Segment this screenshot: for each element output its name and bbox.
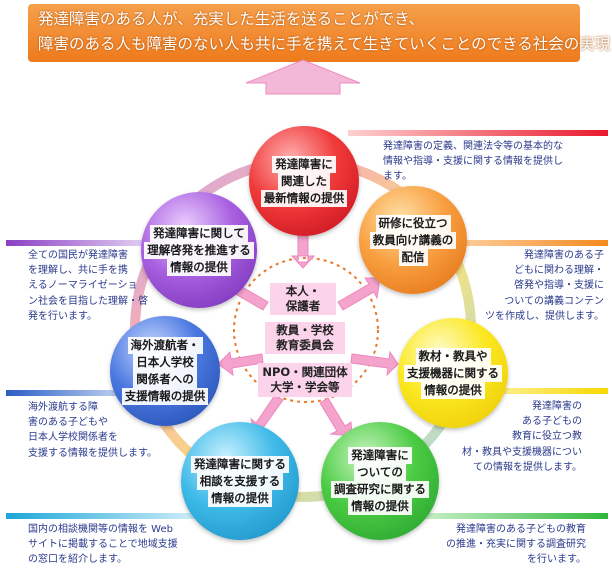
center-teachers-line-2: 教育委員会	[276, 338, 334, 352]
materials-line-2: 支援機器に関する	[404, 364, 502, 382]
note-training-line-1: 発達障害のある子	[524, 250, 604, 261]
training-line-2: 教員向け講義の	[369, 231, 457, 249]
up-arrow	[245, 59, 361, 95]
label-awareness: 発達障害に関して 理解啓発を推進する 情報の提供	[141, 192, 257, 308]
note-awareness: 全ての国民が発達障害 を理解し、共に手を携 えるノーマライゼーショ ン社会を目指…	[28, 248, 148, 324]
goal-line-2: 障害のある人も障害のない人も共に手を携えて生きていくことのできる社会の実現	[38, 35, 611, 53]
awareness-line-2: 理解啓発を推進する	[144, 241, 254, 259]
note-training: 発達障害のある子 どもに関わる理解・ 啓発や指導・支援に ついての講義コンテン …	[485, 248, 604, 324]
label-overseas: 海外渡航者・ 日本人学校 関係者への 支援情報の提供	[110, 316, 220, 426]
awareness-line-1: 発達障害に関して	[150, 224, 248, 242]
note-training-line-4: ついての講義コンテン	[504, 295, 604, 307]
latest-info-line-1: 発達障害に	[272, 155, 336, 173]
note-research-line-3: を行います。	[527, 554, 586, 566]
note-awareness-line-2: を理解し、共に手を携	[28, 265, 128, 277]
arrow-upper-right	[337, 277, 381, 311]
note-research-line-1: 発達障害のある子どもの教育	[456, 524, 586, 535]
research-line-3: 調査研究に関する	[331, 481, 429, 498]
note-materials-line-2: ある子どもの	[522, 416, 582, 428]
note-training-line-5: ツを作成し、提供します。	[485, 310, 604, 322]
label-materials: 教材・教具や 支援機器に関する 情報の提供	[398, 318, 508, 428]
center-box-npo: NPO・関連団体 大学・学会等	[258, 363, 352, 397]
bar-consultation	[6, 513, 204, 519]
goal-banner: 発達障害のある人が、充実した生活を送ることができ、 障害のある人も障害のない人も…	[28, 4, 611, 62]
note-overseas-line-2: 害のある子どもや	[28, 417, 108, 429]
note-awareness-line-1: 全ての国民が発達障害	[28, 250, 128, 261]
training-line-1: 研修に役立つ	[375, 214, 451, 232]
note-materials-line-1: 発達障害の	[532, 401, 582, 412]
note-consultation-line-3: の窓口を紹介します。	[28, 554, 127, 566]
awareness-line-3: 情報の提供	[167, 258, 231, 276]
arrow-left	[217, 350, 264, 377]
arrow-lower-right	[319, 397, 353, 437]
note-overseas-line-1: 海外渡航する障	[28, 402, 98, 413]
note-research-line-2: の推進・充実に関する調査研究	[446, 539, 586, 551]
inner-dotted-ring	[233, 257, 379, 403]
center-parents-line-2: 保護者	[285, 299, 321, 313]
note-latest-info-line-1: 発達障害の定義、関連法令等の基本的な	[383, 141, 563, 152]
note-materials: 発達障害の ある子どもの 教育に役立つ教 材・教具や支援機器につい ての情報を提…	[462, 399, 582, 475]
note-consultation-line-1: 国内の相談機関等の情報を Web	[28, 524, 173, 535]
note-awareness-line-3: えるノーマライゼーショ	[28, 280, 138, 292]
note-awareness-line-5: 発を行います。	[28, 310, 97, 322]
latest-info-line-3: 最新情報の提供	[260, 189, 348, 207]
bar-materials	[460, 388, 608, 394]
arrow-up-tail	[290, 255, 316, 269]
note-latest-info-line-2: 情報や指導・支援に関する情報を提供し	[383, 156, 563, 168]
goal-line-1: 発達障害のある人が、充実した生活を送ることができ、	[38, 10, 425, 28]
note-training-line-3: 啓発や指導・支援に	[514, 280, 604, 292]
latest-info-line-2: 関連した	[278, 172, 330, 190]
materials-line-3: 情報の提供	[421, 381, 485, 399]
overseas-line-3: 関係者への	[133, 371, 197, 388]
center-box-parents: 本人・ 保護者	[270, 283, 336, 315]
overseas-line-1: 海外渡航者・	[127, 337, 203, 354]
consultation-line-2: 相談を支援する	[196, 472, 284, 490]
label-research: 発達障害に ついての 調査研究に関する 情報の提供	[321, 422, 439, 540]
note-materials-line-3: 教育に役立つ教	[512, 431, 582, 443]
overseas-line-4: 支援情報の提供	[121, 388, 209, 405]
note-consultation: 国内の相談機関等の情報を Web サイトに掲載することで地域支援 の窓口を紹介し…	[28, 522, 178, 568]
note-overseas: 海外渡航する障 害のある子どもや 日本人学校関係者を 支援する情報を提供します。	[28, 400, 157, 461]
note-training-line-2: どもに関わる理解・	[514, 265, 604, 277]
note-consultation-line-2: サイトに掲載することで地域支援	[28, 539, 178, 551]
research-line-4: 情報の提供	[348, 498, 412, 515]
label-consultation: 発達障害に関する 相談を支援する 情報の提供	[181, 422, 299, 540]
bar-research	[404, 513, 608, 519]
center-parents-line-1: 本人・	[285, 284, 321, 298]
consultation-line-1: 発達障害に関する	[191, 455, 289, 473]
research-line-2: ついての	[354, 464, 406, 481]
note-overseas-line-4: 支援する情報を提供します。	[28, 447, 157, 459]
label-latest-info: 発達障害に 関連した 最新情報の提供	[249, 126, 359, 236]
center-teachers-line-1: 教員・学校	[276, 323, 334, 337]
materials-line-1: 教材・教具や	[415, 347, 491, 365]
note-research: 発達障害のある子どもの教育 の推進・充実に関する調査研究 を行います。	[446, 522, 586, 568]
training-line-3: 配信	[398, 248, 428, 266]
bar-latest-info	[348, 130, 608, 136]
note-materials-line-4: 材・教具や支援機器につい	[462, 446, 582, 458]
research-line-1: 発達障害に	[348, 447, 412, 464]
center-npo-line-1: NPO・関連団体	[262, 365, 348, 379]
bar-overseas	[6, 390, 138, 396]
note-materials-line-5: ての情報を提供します。	[473, 461, 582, 473]
bar-awareness	[6, 240, 156, 246]
note-awareness-line-4: ン社会を目指した理解・啓	[28, 295, 148, 307]
bar-training	[420, 240, 608, 246]
note-latest-info: 発達障害の定義、関連法令等の基本的な 情報や指導・支援に関する情報を提供し ます…	[383, 139, 563, 185]
note-latest-info-line-3: ます。	[383, 171, 412, 183]
arrow-right	[350, 350, 399, 377]
center-npo-line-2: 大学・学会等	[270, 380, 340, 394]
center-box-teachers: 教員・学校 教育委員会	[265, 322, 345, 354]
consultation-line-3: 情報の提供	[208, 489, 272, 507]
overseas-line-2: 日本人学校	[133, 354, 197, 371]
note-overseas-line-3: 日本人学校関係者を	[28, 432, 118, 444]
label-training: 研修に役立つ 教員向け講義の 配信	[359, 186, 467, 294]
